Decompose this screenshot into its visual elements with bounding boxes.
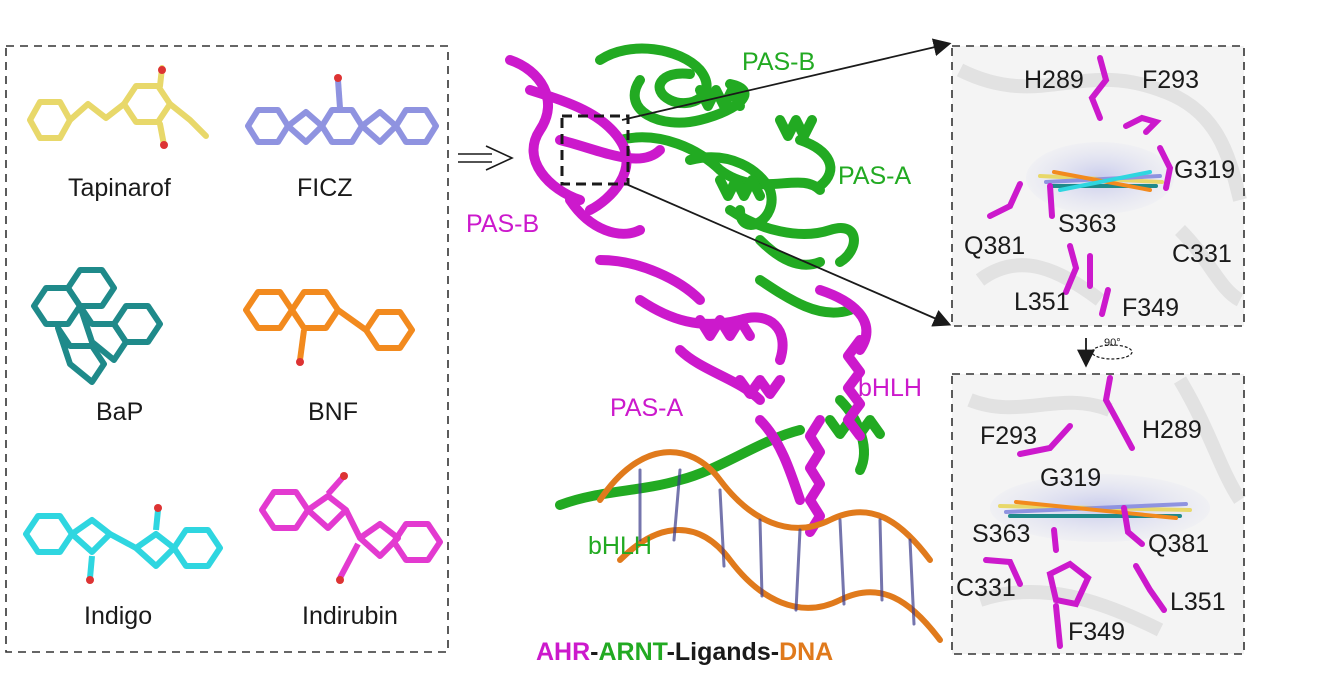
oxygen-atom <box>158 66 166 74</box>
bap-structure <box>31 267 163 385</box>
arnt-bhlh-label: bHLH <box>588 532 652 560</box>
title-arnt: ARNT <box>599 638 668 666</box>
ligand-label-indigo: Indigo <box>84 602 152 630</box>
ligand-panel: Tapinarof FICZ BaP <box>5 45 449 653</box>
residue-label-bottom-h289: H289 <box>1142 416 1202 444</box>
complex-title: AHR-ARNT-Ligands-DNA <box>536 638 833 666</box>
rotation-label: 90° <box>1104 337 1121 349</box>
oxygen-atom <box>340 472 348 480</box>
title-ligands: Ligands <box>675 638 771 666</box>
residue-label-q381: Q381 <box>964 232 1025 260</box>
arnt-protein <box>555 43 885 510</box>
ligand-panel-border <box>5 45 449 653</box>
rotation-indicator: 90° <box>1077 337 1133 368</box>
ligand-label-bnf: BNF <box>308 398 358 426</box>
title-sep-2: - <box>667 638 675 666</box>
residue-label-l351: L351 <box>1014 288 1070 316</box>
pocket-top-border <box>951 45 1245 327</box>
oxygen-atom <box>334 74 342 82</box>
residue-label-f293: F293 <box>1142 66 1199 94</box>
residue-label-f349: F349 <box>1122 294 1179 322</box>
pocket-top-cartoon <box>956 63 1247 307</box>
arnt-pasb-label: PAS-B <box>742 48 815 76</box>
residue-label-bottom-f293: F293 <box>980 422 1037 450</box>
zoom-arrow-top <box>621 38 952 121</box>
oxygen-atom <box>160 141 168 149</box>
residue-label-bottom-f349: F349 <box>1068 618 1125 646</box>
residue-label-bottom-q381: Q381 <box>1148 530 1209 558</box>
title-sep-1: - <box>590 638 598 666</box>
pocket-view-bottom: F293 H289 G319 S363 Q381 C331 L351 F349 <box>951 373 1246 655</box>
pocket-bottom-cartoon <box>967 376 1246 637</box>
pocket-bottom-border <box>951 373 1245 655</box>
ligand-label-indirubin: Indirubin <box>302 602 398 630</box>
ligand-label-bap: BaP <box>96 398 143 426</box>
indigo-structure <box>23 509 223 579</box>
pocket-bottom-ligands <box>998 500 1192 520</box>
residue-label-c331: C331 <box>1172 240 1232 268</box>
ligand-to-complex-arrow <box>458 145 514 171</box>
oxygen-atom <box>86 576 94 584</box>
residue-label-s363: S363 <box>1058 210 1116 238</box>
oxygen-atom <box>296 358 304 366</box>
pocket-bottom-residues <box>983 375 1167 649</box>
ligand-label-ficz: FICZ <box>297 174 353 202</box>
residue-label-bottom-l351: L351 <box>1170 588 1226 616</box>
oxygen-atom <box>154 504 162 512</box>
oxygen-atom <box>336 576 344 584</box>
ahr-bhlh-label: bHLH <box>858 374 922 402</box>
pocket-top-residues <box>987 55 1174 317</box>
residue-label-bottom-g319: G319 <box>1040 464 1101 492</box>
dna-helix <box>597 449 943 643</box>
residue-label-bottom-c331: C331 <box>956 574 1016 602</box>
residue-label-h289: H289 <box>1024 66 1084 94</box>
binding-site-highlight <box>560 114 630 186</box>
indirubin-structure <box>259 474 443 580</box>
residue-label-g319: G319 <box>1174 156 1235 184</box>
ficz-structure <box>245 79 439 145</box>
bnf-structure <box>243 289 415 361</box>
title-dna: DNA <box>779 638 833 666</box>
ligand-label-tapinarof: Tapinarof <box>68 174 171 202</box>
zoom-arrow-bottom <box>625 183 952 327</box>
arnt-pasa-label: PAS-A <box>838 162 911 190</box>
ahr-pasb-label: PAS-B <box>466 210 539 238</box>
residue-label-bottom-s363: S363 <box>972 520 1030 548</box>
title-ahr: AHR <box>536 638 590 666</box>
pocket-view-top: H289 F293 G319 Q381 S363 C331 L351 F349 <box>951 45 1247 327</box>
tapinarof-structure <box>27 65 209 148</box>
title-sep-3: - <box>771 638 779 666</box>
ahr-pasa-label: PAS-A <box>610 394 683 422</box>
pocket-top-ligands <box>1038 170 1164 192</box>
complex-structure: PAS-B PAS-B PAS-A PAS-A bHLH bHLH AHR-AR… <box>466 43 943 666</box>
ahr-protein <box>505 55 872 537</box>
